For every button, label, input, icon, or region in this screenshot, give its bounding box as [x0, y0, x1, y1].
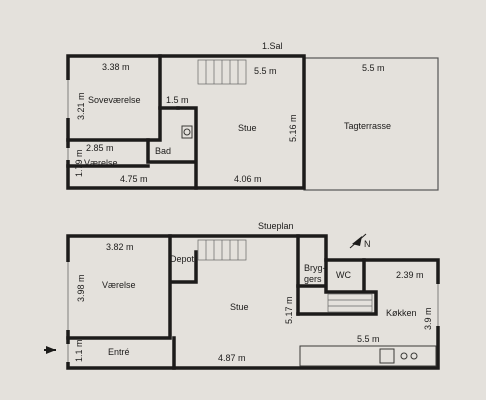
wc-label: WC — [336, 270, 351, 280]
terrace-width-dim: 5.5 m — [362, 63, 385, 73]
vaerelse-walls — [66, 234, 198, 340]
ground-vaerelse-label: Værelse — [102, 280, 136, 290]
upper-stue-width-dim: 4.06 m — [234, 174, 262, 184]
upper-vaerelse-label: Værelse — [84, 158, 118, 168]
ground-outer-walls — [66, 234, 440, 370]
upper-floor: 1.Sal 3.38 m Soveværelse — [66, 41, 439, 191]
ground-stue-height-dim: 5.17 m — [284, 296, 294, 324]
upper-stairs — [197, 59, 247, 85]
sove-height-dim: 3.21 m — [76, 92, 86, 120]
bryggers-label-1: Bryg- — [304, 263, 326, 273]
entre-label: Entré — [108, 347, 130, 357]
ground-vaer-height-dim: 3.98 m — [76, 274, 86, 302]
bryggers-label-2: gers — [304, 274, 322, 284]
toilet-fixture — [181, 125, 193, 139]
stair-dim: 5.5 m — [254, 66, 277, 76]
kokken-height-dim: 3.9 m — [423, 307, 433, 330]
sovevaerelse-label: Soveværelse — [88, 95, 141, 105]
entre-height-dim: 1.1 m — [74, 339, 84, 362]
compass-label: N — [364, 239, 371, 249]
service-walls — [296, 258, 378, 316]
sink-fixture — [379, 348, 395, 364]
hall-dim: 1.5 m — [166, 95, 189, 105]
vaer-width-dim: 2.85 m — [86, 143, 114, 153]
vaer-height-dim: 1.79 m — [74, 149, 84, 177]
kokken-width-dim: 2.39 m — [396, 270, 424, 280]
sove-width-dim: 3.38 m — [102, 62, 130, 72]
basement-stairs — [327, 293, 373, 313]
kokken-label: Køkken — [386, 308, 417, 318]
upper-floor-title: 1.Sal — [262, 41, 283, 51]
bedroom-walls — [66, 54, 162, 142]
ground-stairs — [197, 239, 247, 261]
compass-icon: N — [349, 233, 371, 249]
bad-label: Bad — [155, 146, 171, 156]
upper-stue-label: Stue — [238, 123, 257, 133]
tagterrasse-label: Tagterrasse — [344, 121, 391, 131]
depot-label: Depot — [170, 254, 195, 264]
bath-walls — [146, 106, 198, 190]
kitchen-bottom-dim: 5.5 m — [357, 334, 380, 344]
bottom-left-dim: 4.75 m — [120, 174, 148, 184]
ground-floor-title: Stueplan — [258, 221, 294, 231]
kitchen-counter — [299, 345, 437, 367]
ground-stue-width-dim: 4.87 m — [218, 353, 246, 363]
upper-outer-walls — [66, 54, 306, 190]
ground-vaer-width-dim: 3.82 m — [106, 242, 134, 252]
ground-stue-label: Stue — [230, 302, 249, 312]
upper-stue-height-dim: 5.16 m — [288, 114, 298, 142]
ground-floor: Stueplan N — [44, 221, 440, 370]
